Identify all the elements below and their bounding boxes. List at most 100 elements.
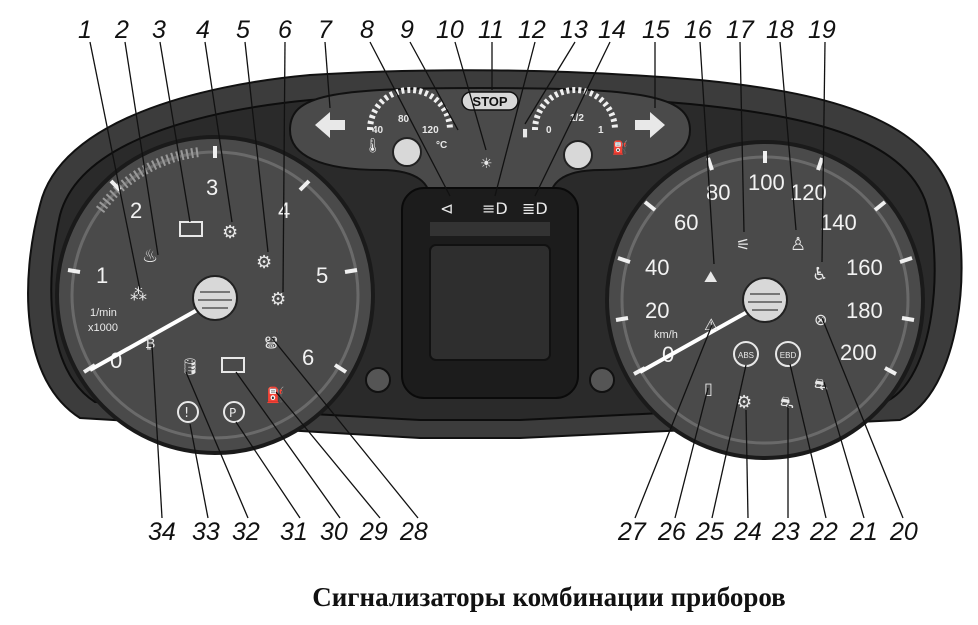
temp-mark-120: 120 (422, 125, 439, 136)
ebd-label: EBD (780, 351, 797, 360)
temp-mark-40: 40 (372, 125, 384, 136)
temperature-gauge-hub (392, 137, 422, 167)
callout-16: 16 (684, 16, 712, 44)
engine-malfunction-icon: ⚙ (270, 289, 286, 310)
speedo-scale-160: 160 (846, 255, 883, 280)
ebd-icon (775, 341, 801, 367)
speedo-scale-20: 20 (645, 298, 669, 323)
tacho-scale-1: 1 (96, 263, 108, 288)
side-lights-icon: ☀ (480, 156, 493, 172)
callout-33: 33 (192, 518, 220, 546)
stop-badge-bg (461, 91, 519, 111)
fuel-filter-icon: ₿ (145, 336, 155, 352)
callout-21: 21 (849, 518, 878, 546)
right-trip-knob[interactable] (589, 367, 615, 393)
tire-pressure-icon: ⚠ (704, 315, 718, 334)
centre-display-screen (429, 244, 551, 361)
callout-32: 32 (232, 518, 260, 546)
left-turn-indicator-icon (315, 112, 345, 138)
brake-system-mark: ! (184, 406, 189, 421)
speedo-scale-180: 180 (846, 298, 883, 323)
speedo-unit: km/h (654, 329, 678, 341)
stop-badge: STOP (472, 94, 507, 109)
speedo-scale-140: 140 (820, 210, 857, 235)
callout-1: 1 (78, 16, 92, 44)
callout-4: 4 (196, 16, 210, 44)
oil-pressure-icon: 🛢 (180, 357, 200, 376)
speedometer-hub-grip (748, 293, 782, 311)
speedo-scale-100: 100 (748, 170, 785, 195)
tachometer-redzone (95, 147, 201, 213)
callout-13: 13 (560, 16, 588, 44)
temp-unit: °C (436, 140, 447, 151)
callout-5: 5 (236, 16, 250, 44)
callout-25: 25 (695, 518, 724, 546)
high-beam-icon: ≣D (522, 199, 548, 218)
callout-27: 27 (617, 518, 647, 546)
parking-brake-icon (223, 401, 245, 423)
hill-descent-icon: ⛰ (704, 267, 718, 286)
brake-system-icon (177, 401, 199, 423)
parking-brake-mark: P (229, 406, 236, 420)
low-fuel-icon: ▮ (522, 126, 528, 139)
speedo-scale-60: 60 (674, 210, 698, 235)
callout-12: 12 (518, 16, 546, 44)
tacho-unit-line2: x1000 (88, 322, 118, 334)
glow-coil-icon: ൠ (264, 331, 277, 349)
engine-fault-icon: ⚙ (256, 252, 272, 273)
front-fog-lights-icon: ⊲ (440, 199, 453, 218)
abs-label: ABS (738, 351, 754, 360)
callout-11: 11 (478, 16, 504, 44)
differential-lock-icon: ⚟ (736, 235, 750, 254)
callout-31: 31 (280, 518, 308, 546)
top-pod (288, 86, 692, 201)
callout-23: 23 (771, 518, 800, 546)
right-turn-indicator-icon (635, 112, 665, 138)
fuel-gauge-arc (532, 87, 618, 131)
stability-control-icon: ⛐ (780, 393, 794, 412)
speedo-scale-200: 200 (840, 340, 877, 365)
callout-18: 18 (766, 16, 794, 44)
callout-20: 20 (889, 518, 918, 546)
callout-7: 7 (318, 16, 333, 44)
glow-plug-icon: ⁂ (130, 285, 147, 305)
check-engine-icon: ⚙ (222, 222, 238, 243)
callout-30: 30 (320, 518, 348, 546)
tacho-scale-6: 6 (302, 345, 314, 370)
battery-charge-icon (179, 221, 203, 237)
callout-22: 22 (809, 518, 838, 546)
low-beam-icon: ≡D (482, 199, 508, 218)
transmission-fault-icon: ⚙ (736, 392, 752, 413)
fuel-gauge-hub (563, 140, 593, 170)
tachometer-hub-grip (198, 291, 232, 309)
stability-off-icon: ⛐ (814, 375, 828, 394)
leader-lines (89, 41, 904, 519)
callout-19: 19 (808, 16, 836, 44)
callout-6: 6 (278, 16, 292, 44)
callout-8: 8 (360, 16, 374, 44)
tacho-scale-3: 3 (206, 175, 218, 200)
callout-29: 29 (359, 518, 388, 546)
tacho-unit-line1: 1/min (90, 307, 117, 319)
speedo-scale-120: 120 (790, 180, 827, 205)
fuel-pump-icon: ⛽ (612, 140, 628, 156)
callout-2: 2 (114, 16, 129, 44)
callout-34: 34 (148, 518, 176, 546)
callout-28: 28 (399, 518, 428, 546)
speedometer-needle (639, 300, 766, 374)
left-trip-knob[interactable] (365, 367, 391, 393)
speedometer-hub (742, 277, 788, 323)
speedo-ticks (615, 151, 915, 376)
tachometer-needle (89, 298, 216, 372)
callout-24: 24 (733, 518, 762, 546)
fuel-mark-0: 0 (546, 125, 552, 136)
water-in-fuel-icon: ⛽ (266, 386, 285, 404)
callout-26: 26 (657, 518, 686, 546)
speedo-scale-40: 40 (645, 255, 669, 280)
callout-15: 15 (642, 16, 670, 44)
battery-icon (221, 357, 245, 373)
callout-3: 3 (152, 16, 166, 44)
tacho-scale-2: 2 (130, 198, 142, 223)
figure-caption: Сигнализаторы комбинации приборов (312, 582, 786, 612)
